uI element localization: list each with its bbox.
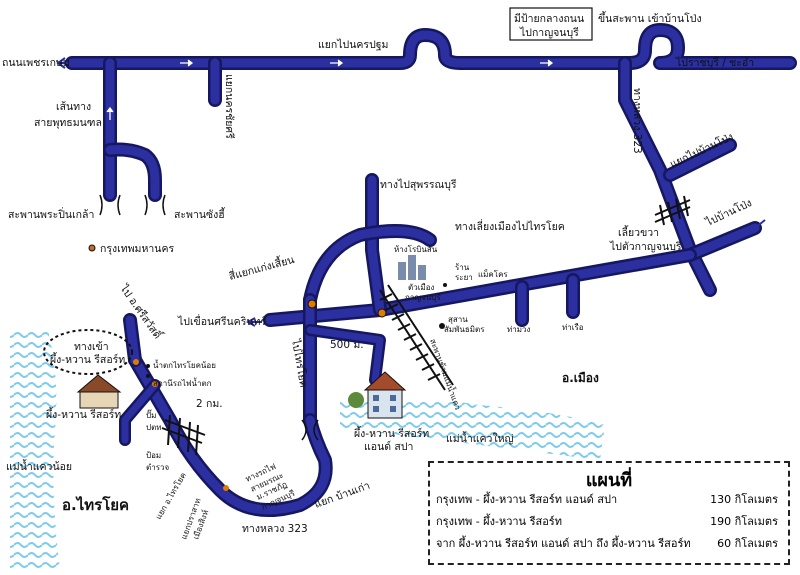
label-cemetery-1: สุสาน — [448, 315, 468, 324]
label-tha-ruea: ท่าเรือ — [562, 323, 584, 332]
label-to-saiyok-junction: แยก อ.ไทรโยค — [153, 471, 188, 521]
label-buddha-2: สายพุทธมนฑล — [34, 117, 102, 129]
label-bypass-saiyok: ทางเลี่ยงเมืองไปไทรโยค — [455, 219, 565, 233]
label-sign-1: มีป้ายกลางถนน — [514, 12, 584, 25]
label-hwy323-b: ทางหลวง 323 — [242, 523, 308, 535]
label-suphan: ทางไปสุพรรณบุรี — [380, 178, 457, 191]
label-makro: แม็คโคร — [478, 269, 508, 279]
label-entrance-2: ผึ้ง-หวาน รีสอร์ท — [50, 352, 125, 366]
label-500m: 500 ม. — [330, 339, 364, 351]
label-resort-main-2: แอนด์ สปา — [364, 440, 413, 453]
river-khwae-yai-water — [340, 398, 605, 460]
sign-box — [509, 7, 593, 41]
label-srisawat: ไป อ.ศรีสวัสดิ์ — [117, 280, 167, 342]
label-waterfall: น้ำตกไทรโยคน้อย — [153, 359, 216, 370]
label-sign-2: ไปกาญจนบุรี — [519, 26, 579, 39]
label-sungsee: สะพานซังฮี้ — [174, 207, 226, 221]
label-sai-yok: อ.ไทรโยค — [62, 495, 129, 514]
legend-route: กรุงเทพ - ผึ้ง-หวาน รีสอร์ท แอนด์ สปา — [436, 493, 618, 506]
legend-distance: 190 กิโลเมตร — [710, 515, 778, 528]
legend-route: จาก ผึ้ง-หวาน รีสอร์ท แอนด์ สปา ถึง ผึ้ง… — [436, 537, 691, 550]
label-kaeng-sian: สี่แยกแก่งเสี้ยน — [227, 252, 296, 283]
label-buddha-1: เส้นทาง — [56, 101, 91, 113]
bridge-markers — [99, 194, 319, 441]
label-bridge-bypass: ขึ้นสะพาน เข้าบ้านโป่ง — [598, 11, 702, 25]
legend-distance: 60 กิโลเมตร — [717, 537, 778, 550]
label-police-2: ตำรวจ — [146, 463, 169, 472]
legend-row: กรุงเทพ - ผึ้ง-หวาน รีสอร์ท 190 กิโลเมตร — [430, 511, 788, 533]
label-cemetery-2: สัมพันธมิตร — [444, 325, 485, 334]
outer-arrows — [56, 57, 795, 327]
label-gas-2: ปตท — [146, 423, 162, 432]
direction-arrows — [106, 59, 554, 120]
label-nakhon-pathom: แยกไปนครปฐม — [318, 38, 388, 51]
legend-route: กรุงเทพ - ผึ้ง-หวาน รีสอร์ท — [436, 515, 562, 528]
label-bangkok: กรุงเทพมหานคร — [100, 243, 174, 255]
label-town-1: ตัวเมือง — [408, 283, 435, 292]
label-hwy323-a: ทางหลวง 323 — [631, 88, 643, 154]
label-entrance-1: ทางเข้า — [74, 341, 109, 353]
resort-building-icon — [348, 371, 407, 419]
poi-dots — [88, 244, 447, 491]
bangkok-dot — [88, 244, 96, 252]
label-nakhon-chaisri: แยกนครชัยศรี — [223, 74, 236, 139]
label-robinson: ห้างโรบินสัน — [394, 244, 438, 254]
label-police-1: ป้อม — [146, 451, 161, 460]
legend-box: แผนที่ กรุงเทพ - ผึ้ง-หวาน รีสอร์ท แอนด์… — [428, 461, 790, 565]
label-2km: 2 กม. — [196, 398, 223, 410]
label-restaurant-1: ร้าน — [455, 263, 470, 272]
entrance-highlight — [43, 329, 133, 375]
label-tha-muang: ท่าม่วง — [507, 325, 531, 334]
label-khwae-yai: แม่น้ำแควใหญ่ — [446, 431, 513, 445]
label-ratchaburi: ไปราชบุรี / ชะอำ — [675, 56, 754, 69]
river-khwae-noi-water — [10, 330, 60, 570]
legend-distance: 130 กิโลเมตร — [710, 493, 778, 506]
legend-title: แผนที่ — [585, 470, 633, 491]
label-dam: ไปเขื่อนศรีนครินทร์ — [177, 314, 266, 328]
town-icon — [398, 255, 426, 280]
label-mueang: อ.เมือง — [562, 371, 599, 385]
label-turn-right-1: เลี้ยวขวา — [618, 225, 659, 239]
legend-row: จาก ผึ้ง-หวาน รีสอร์ท แอนด์ สปา ถึง ผึ้ง… — [430, 533, 788, 555]
label-restaurant-2: ระยา — [455, 273, 473, 282]
legend-row: กรุงเทพ - ผึ้ง-หวาน รีสอร์ท แอนด์ สปา 13… — [430, 489, 788, 511]
label-resort-main-1: ผึ้ง-หวาน รีสอร์ท — [354, 426, 429, 440]
label-town-2: กาญจนบุรี — [405, 293, 441, 302]
label-resort-small: ผึ้ง-หวาน รีสอร์ท — [46, 407, 121, 421]
label-phetkasem: ถนนเพชรเกษม — [2, 57, 70, 69]
label-khwae-noi: แม่น้ำแควน้อย — [6, 459, 72, 473]
label-gas-1: ปั๊ม — [146, 409, 156, 420]
resort-small-house-icon — [76, 374, 122, 409]
label-pinklao: สะพานพระปิ่นเกล้า — [8, 207, 94, 221]
label-turn-right-2: ไปตัวกาญจนบุรี — [609, 240, 682, 253]
label-station: สถานีรถไฟน้ำตก — [153, 377, 212, 388]
railway-lines — [161, 195, 691, 456]
